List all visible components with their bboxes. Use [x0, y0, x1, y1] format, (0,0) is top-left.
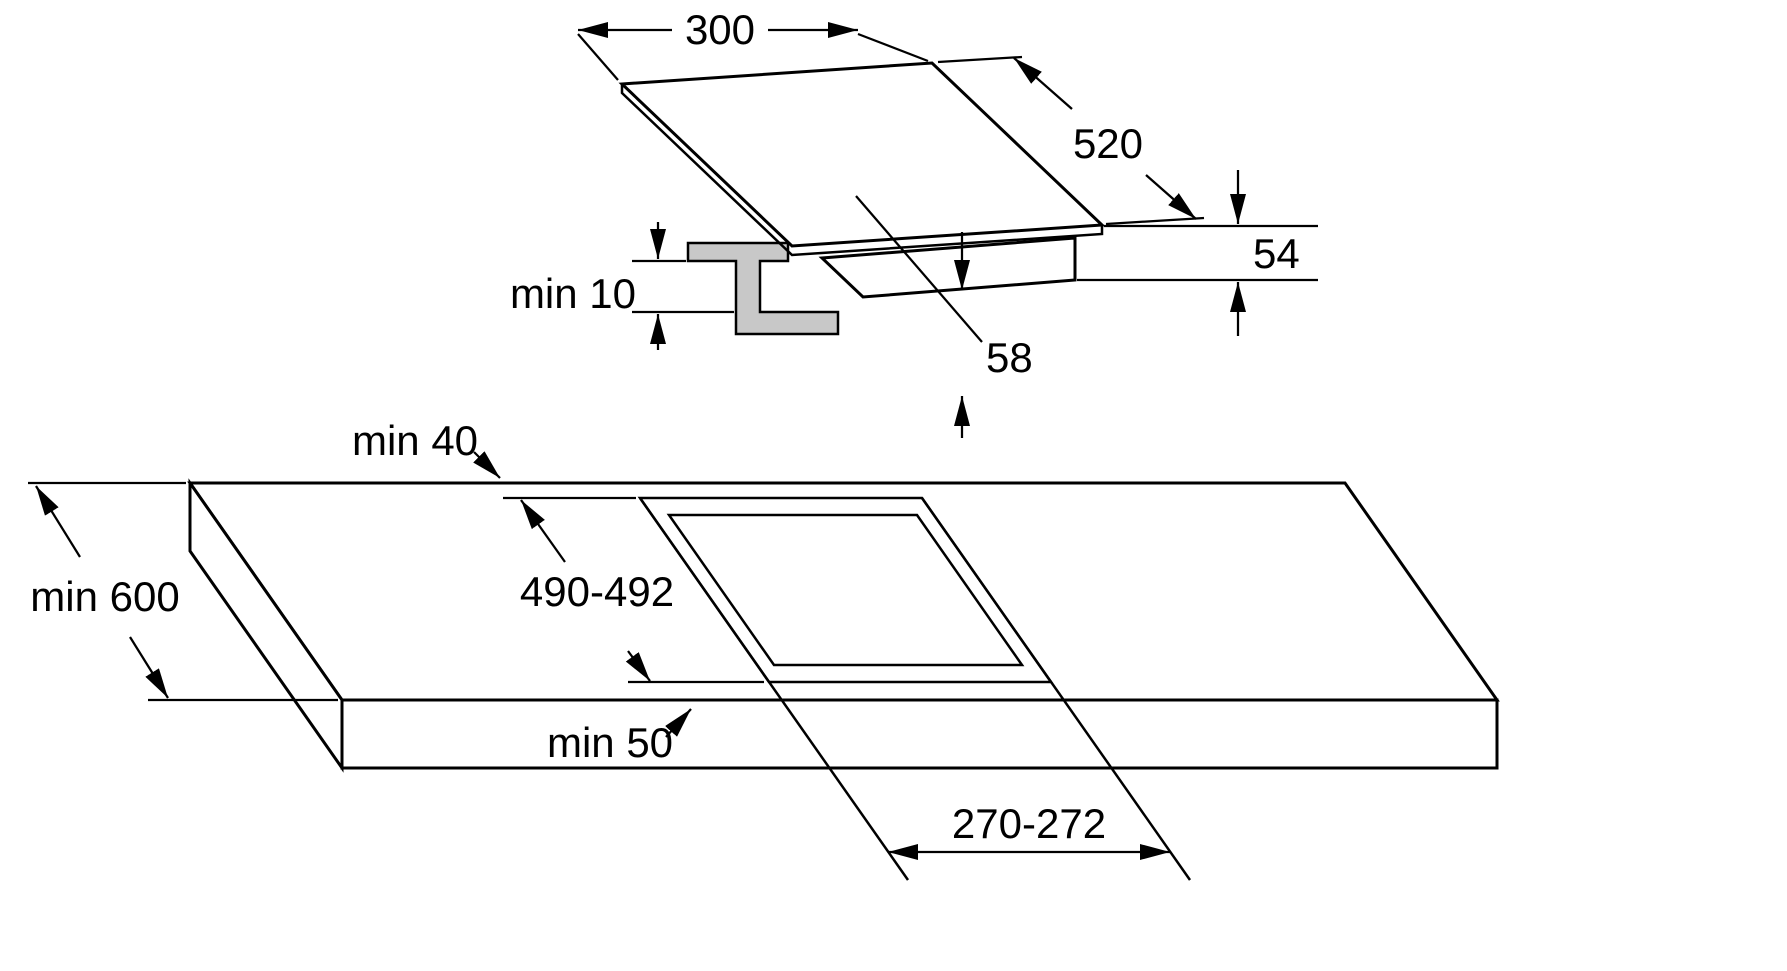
dimension-arrow-up: [1013, 57, 1073, 110]
worktop-left-face: [188, 478, 344, 773]
extension-line: [577, 33, 619, 81]
dimension-arrow-up: [520, 499, 566, 563]
dimension-arrow-down: [129, 636, 169, 699]
hob-glass-edge: [620, 84, 1104, 257]
dim-buildin-58: 58: [855, 195, 1033, 438]
dim-depth-520: 520: [937, 55, 1205, 226]
hob-body: [818, 236, 1077, 299]
leader-line: [855, 195, 983, 343]
extension-line: [1105, 216, 1205, 226]
dim-label-depth: 520: [1073, 120, 1143, 167]
dim-label-height: 54: [1253, 230, 1300, 277]
dim-cutout-depth: 490-492: [503, 496, 764, 684]
leader-arrow: [665, 708, 692, 738]
extension-line: [937, 55, 1023, 64]
dimension-arrow-down: [625, 650, 651, 682]
worktop-front-face: [340, 698, 1499, 770]
dim-label-clamp-clearance: min 10: [510, 270, 636, 317]
dim-label-front-edge: min 50: [547, 719, 673, 766]
dim-rear-min40: min 40: [352, 417, 501, 479]
hob-drawing: 300 520 54: [510, 6, 1318, 438]
dimension-arrow-down: [1145, 174, 1197, 220]
projection-line-right: [920, 497, 1192, 881]
dim-label-worktop-depth: min 600: [30, 573, 179, 620]
hob-glass-top: [618, 61, 1106, 248]
dim-worktop-min600: min 600: [28, 481, 338, 702]
dim-label-buildin-depth: 58: [986, 334, 1033, 381]
extension-line: [857, 32, 929, 63]
cutout-inner-step: [666, 513, 1025, 667]
projection-line-left: [638, 497, 910, 881]
worktop-drawing: min 40 min 600 490-492 min 50: [28, 417, 1500, 881]
dimension-arrow-up: [35, 485, 81, 558]
dim-label-cutout-width: 270-272: [952, 800, 1106, 847]
dim-cutout-width: 270-272: [888, 800, 1170, 860]
dim-height-54: 54: [1077, 170, 1318, 336]
dim-label-cutout-depth: 490-492: [520, 568, 674, 615]
mounting-clamp: [686, 241, 840, 336]
dim-label-width: 300: [685, 6, 755, 53]
dim-clearance-min10: min 10: [510, 222, 734, 350]
dim-front-min50: min 50: [547, 708, 692, 766]
leader-arrow: [473, 451, 501, 479]
dim-width-300: 300: [577, 6, 929, 81]
dim-label-rear-edge: min 40: [352, 417, 478, 464]
